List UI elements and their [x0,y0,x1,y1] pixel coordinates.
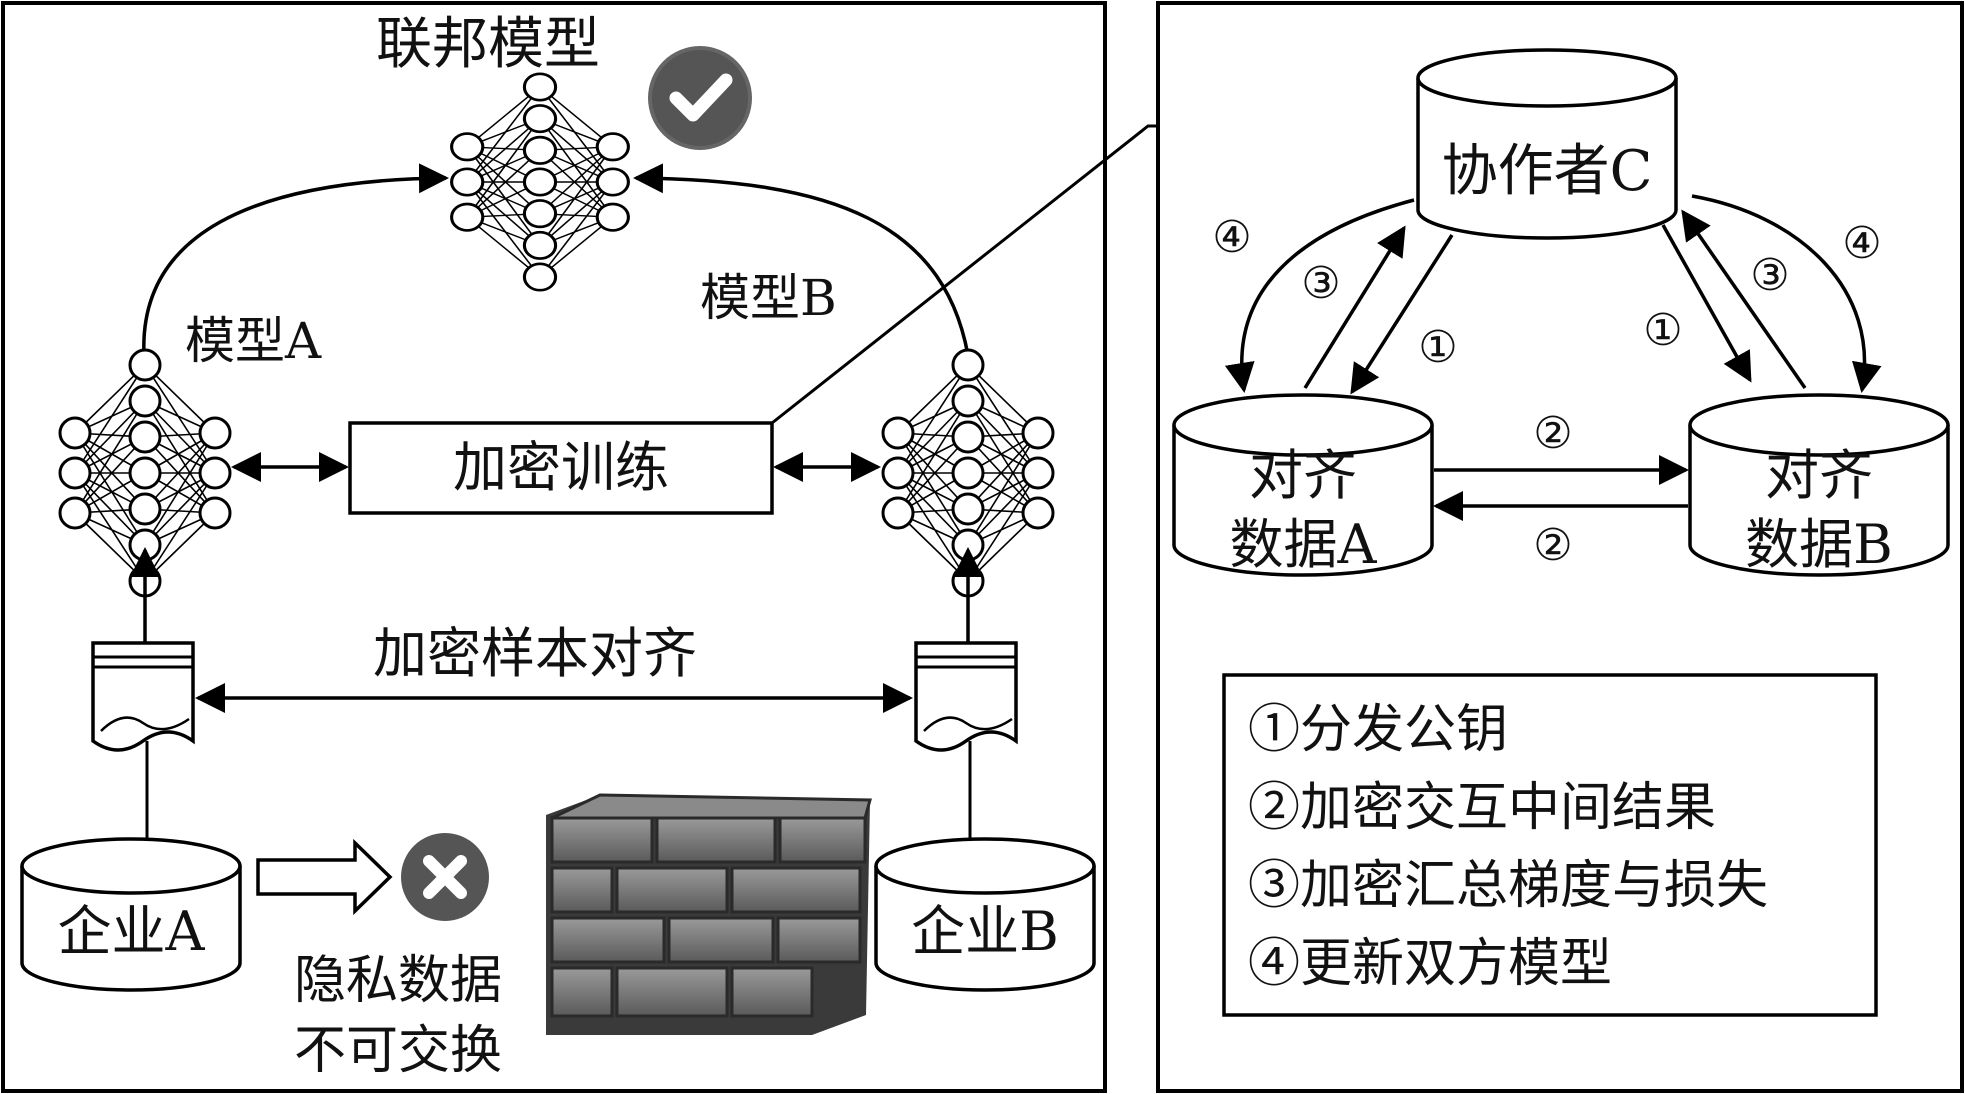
hollow-arrow-icon [256,838,393,916]
step-mark-3-left: ③ [1301,258,1340,309]
arc-model-b-to-federated [633,163,972,369]
right-panel-frame [1156,1,1964,1093]
enterprise-b-database [874,837,1096,992]
encrypted-training-box [348,421,774,515]
brick-wall-icon [546,793,872,1035]
arrow-step1-c-to-b [1661,224,1752,383]
step-mark-2-bottom: ② [1533,520,1572,571]
arrow-step1-c-to-a [1350,234,1454,395]
coordinator-c-label: 协作者C [1442,139,1653,204]
step-mark-1-left: ① [1418,322,1457,373]
enterprise-a-label: 企业A [58,900,206,963]
aligned-data-b-label-line2: 数据B [1745,513,1893,576]
arc-model-a-to-federated [142,163,449,369]
left-panel-frame [1,1,1107,1093]
step-mark-2-top: ② [1533,408,1572,459]
enterprise-a-database [20,837,242,992]
aligned-data-a-label-line2: 数据A [1230,513,1378,576]
encrypted-training-label: 加密训练 [453,436,669,499]
doc-a-icon [91,641,195,752]
federated-model-network-icon [450,72,630,292]
step-mark-1-right: ① [1643,305,1682,356]
step-mark-4-left: ④ [1212,212,1251,263]
enterprise-b-label: 企业B [911,900,1059,963]
arrow-step3-b-to-c [1681,209,1807,389]
model-b-label: 模型B [700,269,837,327]
cross-icon [401,833,489,921]
encrypted-alignment-label: 加密样本对齐 [373,622,697,685]
aligned-data-a-database [1172,393,1434,577]
aligned-data-b-label-line1: 对齐 [1765,444,1873,507]
legend-box [1222,673,1878,1017]
zoom-connector-line [771,124,1156,425]
doc-b-icon [914,641,1018,752]
aligned-data-b-database [1688,393,1950,577]
arrow-step4-c-to-a [1224,198,1415,393]
legend-item-1: ①分发公钥 [1248,700,1508,760]
privacy-data-label-line2: 不可交换 [294,1021,502,1081]
arrow-step4-c-to-b [1691,194,1882,393]
step-mark-4-right: ④ [1842,218,1881,269]
legend-item-4: ④更新双方模型 [1248,934,1612,994]
model-a-label: 模型A [185,312,322,370]
step-mark-3-right: ③ [1750,250,1789,301]
arrow-step3-a-to-c [1303,225,1406,389]
federated-model-label: 联邦模型 [376,12,600,77]
legend-item-2: ②加密交互中间结果 [1248,778,1716,838]
aligned-data-a-label-line1: 对齐 [1249,444,1357,507]
legend-item-3: ③加密汇总梯度与损失 [1248,856,1768,916]
privacy-data-label-line1: 隐私数据 [294,951,502,1011]
check-icon [648,46,752,150]
coordinator-c-database [1416,48,1678,240]
